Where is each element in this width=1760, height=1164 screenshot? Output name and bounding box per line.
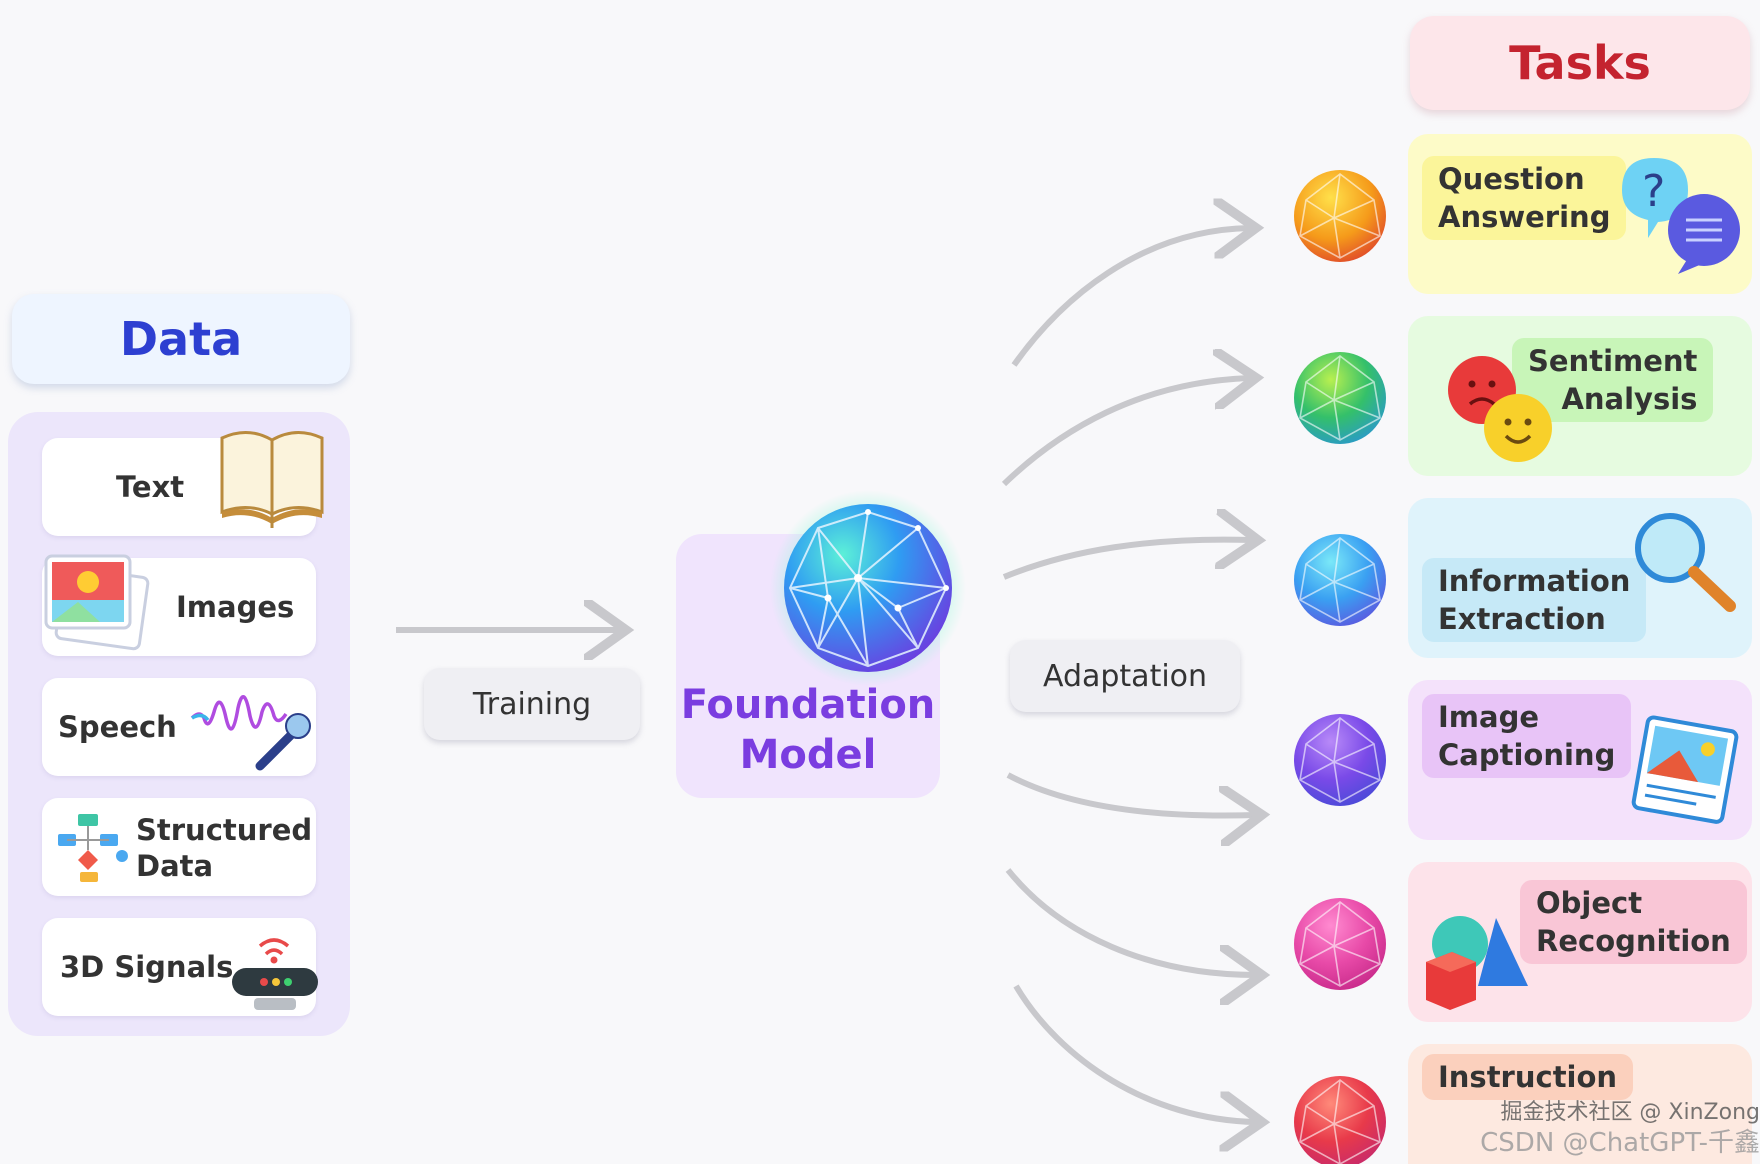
structured-data-icon — [58, 814, 128, 882]
task-label: Sentiment Analysis — [1512, 338, 1714, 422]
task-label: Information Extraction — [1422, 558, 1647, 642]
task-label-line2: Recognition — [1536, 924, 1731, 958]
watermark-line2: CSDN @ChatGPT-千鑫 — [1480, 1128, 1760, 1158]
data-item-3d-signals: 3D Signals — [42, 918, 318, 1016]
adapt-arrow-4 — [1006, 772, 1256, 816]
data-item-label: Images — [176, 590, 295, 624]
task-label-line1: Image — [1438, 700, 1540, 734]
foundation-model-line2: Model — [739, 732, 877, 778]
magnifier-icon — [1635, 513, 1736, 612]
tasks-title: Tasks — [1410, 16, 1750, 110]
data-title: Data — [12, 294, 350, 384]
task-label-line1: Information — [1438, 564, 1631, 598]
task-globe-6 — [1294, 1076, 1386, 1164]
task-globes — [1294, 170, 1386, 1164]
task-label-line2: Analysis — [1561, 382, 1698, 416]
book-icon — [220, 431, 324, 528]
data-item-label: 3D Signals — [60, 950, 234, 984]
images-icon — [44, 554, 150, 651]
data-item-text: Text — [42, 431, 324, 536]
sentiment-faces-icon — [1448, 356, 1552, 462]
task-information-extraction: Information Extraction — [1408, 498, 1752, 658]
adaptation-label: Adaptation — [1010, 640, 1240, 712]
data-panel: Text Images Speech Structured Data — [8, 412, 350, 1036]
task-label-line1: Instruction — [1438, 1060, 1618, 1094]
task-label: Object Recognition — [1520, 880, 1747, 964]
data-item-label: Speech — [58, 710, 177, 744]
image-caption-icon — [1631, 715, 1739, 824]
task-label: Image Captioning — [1422, 694, 1632, 778]
data-item-label: Text — [116, 470, 185, 504]
watermark-line1: 掘金技术社区 @ XinZong — [1500, 1100, 1760, 1125]
task-label-line1: Sentiment — [1528, 344, 1698, 378]
microphone-wave-icon — [190, 695, 311, 771]
task-instruction: Instruction — [1408, 1044, 1752, 1164]
task-sentiment-analysis: Sentiment Analysis — [1408, 316, 1752, 476]
watermark: 掘金技术社区 @ XinZong CSDN @ChatGPT-千鑫 — [1416, 1098, 1760, 1158]
task-question-answering: Question Answering ? — [1408, 134, 1752, 294]
adapt-arrow-5 — [1005, 868, 1256, 975]
foundation-model-line1: Foundation — [680, 682, 936, 728]
adapt-arrow-6 — [1013, 984, 1256, 1122]
task-image-captioning: Image Captioning — [1408, 680, 1752, 840]
3d-shapes-icon — [1426, 916, 1528, 1010]
task-label-line2: Extraction — [1438, 602, 1606, 636]
data-item-structured-data: Structured Data — [42, 798, 316, 896]
task-label-line1: Object — [1536, 886, 1643, 920]
svg-text:?: ? — [1642, 166, 1665, 217]
data-item-label: Structured Data — [136, 813, 313, 883]
data-item-speech: Speech — [42, 678, 316, 776]
adapt-arrow-3 — [1002, 540, 1252, 580]
task-label-line2: Captioning — [1438, 738, 1616, 772]
foundation-model-globe — [770, 490, 966, 686]
chat-question-icon: ? — [1622, 158, 1740, 274]
data-item-images: Images — [42, 554, 316, 656]
foundation-model-title: Foundation Model — [676, 680, 940, 780]
sensor-device-icon — [232, 938, 318, 1010]
task-label-line2: Answering — [1438, 200, 1611, 234]
adapt-arrow-1 — [1011, 228, 1250, 367]
task-label: Instruction — [1422, 1054, 1634, 1100]
task-label: Question Answering — [1422, 156, 1627, 240]
task-object-recognition: Object Recognition — [1408, 862, 1752, 1022]
adapt-arrow-2 — [1001, 378, 1250, 487]
task-label-line1: Question — [1438, 162, 1585, 196]
training-label: Training — [424, 668, 640, 740]
